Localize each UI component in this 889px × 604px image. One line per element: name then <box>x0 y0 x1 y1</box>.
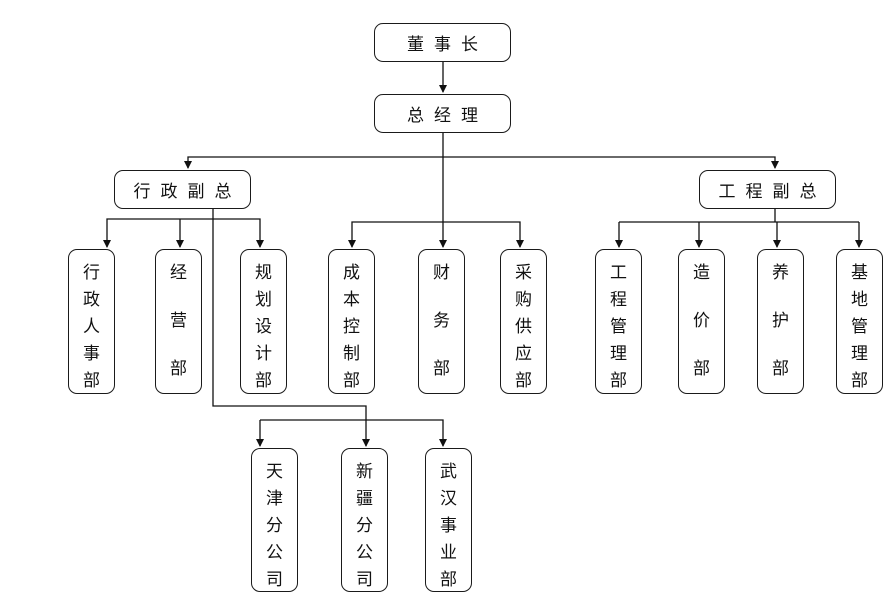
node-wuhan-division: 武汉事业部 <box>425 448 472 592</box>
node-char: 经 <box>170 263 187 283</box>
node-char: 地 <box>851 290 868 310</box>
node-char: 政 <box>83 290 100 310</box>
node-planning-dept: 规划设计部 <box>240 249 287 394</box>
node-char: 控 <box>343 317 360 337</box>
node-char: 疆 <box>356 489 373 509</box>
node-char: 武 <box>440 462 457 482</box>
node-char: 价 <box>693 311 710 331</box>
node-char: 部 <box>255 371 272 391</box>
node-char: 部 <box>851 371 868 391</box>
node-char: 制 <box>343 344 360 364</box>
edge-gm-purch <box>443 221 524 248</box>
node-char: 部 <box>83 371 100 391</box>
node-char: 造 <box>693 263 710 283</box>
node-operations-dept: 经营部 <box>155 249 202 394</box>
node-char: 事 <box>440 516 457 536</box>
node-char: 津 <box>266 489 283 509</box>
node-general-manager: 总经理 <box>374 94 511 133</box>
node-char: 划 <box>255 290 272 310</box>
node-char: 购 <box>515 290 532 310</box>
node-char: 部 <box>343 371 360 391</box>
node-pricing-dept: 造价部 <box>678 249 725 394</box>
node-admin-vp: 行政副总 <box>114 170 251 209</box>
node-char: 天 <box>266 462 283 482</box>
node-char: 事 <box>83 344 100 364</box>
node-char: 营 <box>170 311 187 331</box>
node-engineering-mgmt-dept: 工程管理部 <box>595 249 642 394</box>
node-char: 业 <box>440 543 457 563</box>
edge-gm-eng-vp <box>443 156 779 169</box>
node-char: 采 <box>515 263 532 283</box>
node-chairman: 董事长 <box>374 23 511 62</box>
edge-admin-hr <box>103 209 214 248</box>
node-char: 规 <box>255 263 272 283</box>
node-char: 理 <box>610 344 627 364</box>
node-char: 护 <box>772 311 789 331</box>
node-maintenance-dept: 养护部 <box>757 249 804 394</box>
node-char: 分 <box>356 516 373 536</box>
node-char: 理 <box>851 344 868 364</box>
node-tianjin-branch: 天津分公司 <box>251 448 298 592</box>
edge-admin-plan <box>213 218 264 248</box>
node-char: 计 <box>255 344 272 364</box>
node-char: 部 <box>433 359 450 379</box>
node-char: 部 <box>170 359 187 379</box>
edge-gm-vps <box>184 133 444 169</box>
edge-gm-cost <box>348 221 443 248</box>
edge-eng-bar <box>619 209 859 223</box>
node-char: 人 <box>83 317 100 337</box>
node-char: 务 <box>433 311 450 331</box>
node-char: 行 <box>83 263 100 283</box>
edge-admin-wuhan <box>366 419 447 447</box>
node-char: 汉 <box>440 489 457 509</box>
node-char: 工 <box>610 263 627 283</box>
node-char: 设 <box>255 317 272 337</box>
node-purchasing-dept: 采购供应部 <box>500 249 547 394</box>
node-char: 应 <box>515 344 532 364</box>
node-char: 管 <box>610 317 627 337</box>
node-hr-dept: 行政人事部 <box>68 249 115 394</box>
node-char: 部 <box>610 371 627 391</box>
node-char: 司 <box>266 570 283 590</box>
node-base-mgmt-dept: 基地管理部 <box>836 249 883 394</box>
node-char: 程 <box>610 290 627 310</box>
node-char: 分 <box>266 516 283 536</box>
node-char: 成 <box>343 263 360 283</box>
edge-admin-branches <box>212 219 367 420</box>
node-char: 部 <box>515 371 532 391</box>
node-char: 管 <box>851 317 868 337</box>
node-char: 本 <box>343 290 360 310</box>
node-char: 供 <box>515 317 532 337</box>
node-char: 公 <box>356 543 373 563</box>
node-char: 部 <box>693 359 710 379</box>
node-char: 部 <box>440 570 457 590</box>
node-char: 养 <box>772 263 789 283</box>
node-char: 部 <box>772 359 789 379</box>
node-cost-control-dept: 成本控制部 <box>328 249 375 394</box>
node-xinjiang-branch: 新疆分公司 <box>341 448 388 592</box>
edge-admin-tianjin <box>260 419 366 446</box>
node-char: 新 <box>356 462 373 482</box>
node-char: 财 <box>433 263 450 283</box>
node-finance-dept: 财务部 <box>418 249 465 394</box>
node-char: 基 <box>851 263 868 283</box>
node-char: 司 <box>356 570 373 590</box>
node-engineering-vp: 工程副总 <box>699 170 836 209</box>
node-char: 公 <box>266 543 283 563</box>
